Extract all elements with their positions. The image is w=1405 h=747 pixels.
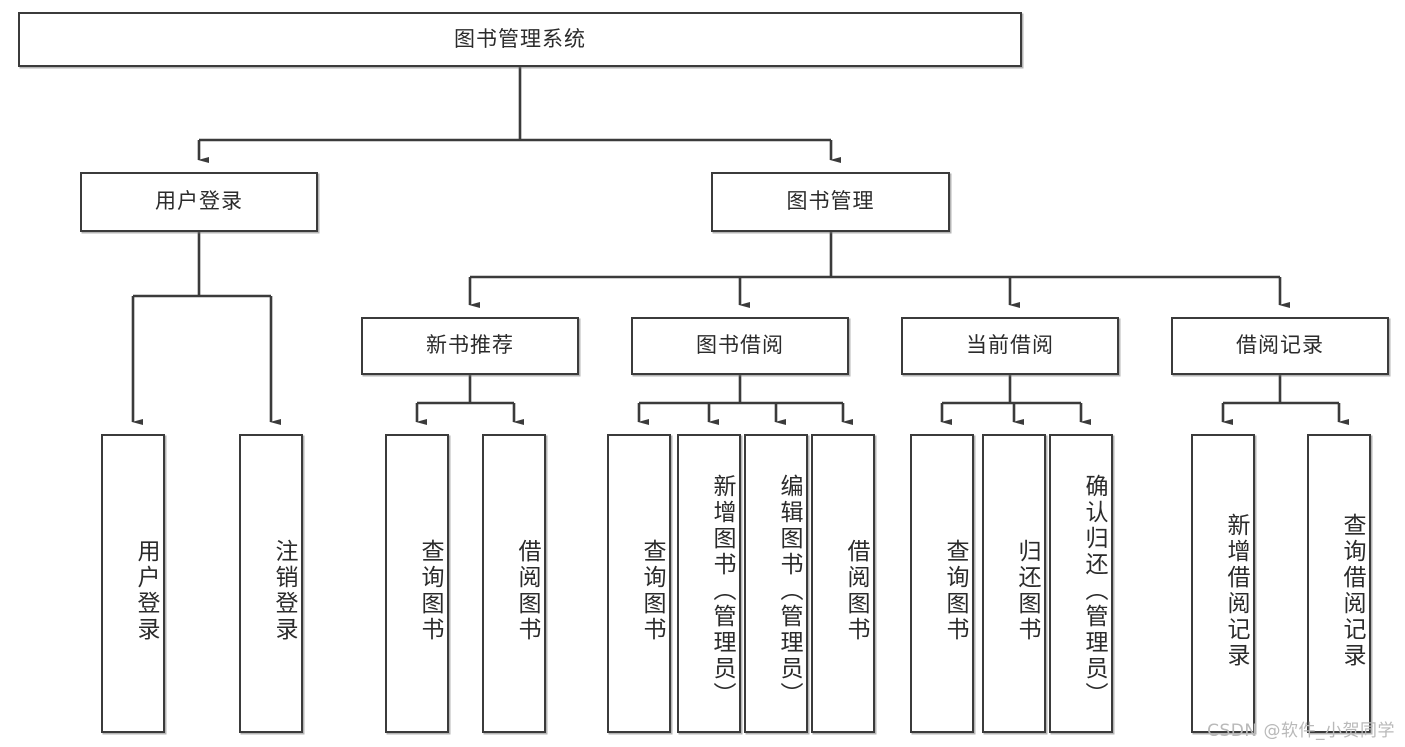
node-leaf-user-logout[interactable]: 注销登录	[239, 434, 303, 733]
node-borrow-record-label: 借阅记录	[1236, 333, 1324, 358]
node-leaf-user-login[interactable]: 用户登录	[101, 434, 165, 733]
node-leaf-query-record[interactable]: 查询借阅记录	[1307, 434, 1371, 733]
node-leaf-query-book-3[interactable]: 查询图书	[910, 434, 974, 733]
node-leaf-borrow-book-1[interactable]: 借阅图书	[482, 434, 546, 733]
node-leaf-confirm-return-label: 确认归还（管理员）	[1081, 473, 1107, 708]
node-leaf-user-login-label: 用户登录	[133, 538, 159, 643]
node-book-manage-label: 图书管理	[786, 189, 875, 214]
node-book-manage[interactable]: 图书管理	[711, 172, 950, 232]
node-root[interactable]: 图书管理系统	[18, 12, 1022, 67]
node-new-book-rec-label: 新书推荐	[426, 333, 514, 358]
node-leaf-return-book[interactable]: 归还图书	[982, 434, 1046, 733]
node-current-borrow-label: 当前借阅	[966, 333, 1054, 358]
node-borrow-record[interactable]: 借阅记录	[1171, 317, 1389, 375]
node-user-login[interactable]: 用户登录	[80, 172, 318, 232]
node-leaf-confirm-return[interactable]: 确认归还（管理员）	[1049, 434, 1113, 733]
node-leaf-edit-book-label: 编辑图书（管理员）	[776, 473, 802, 708]
node-book-borrow[interactable]: 图书借阅	[631, 317, 849, 375]
node-leaf-add-book-label: 新增图书（管理员）	[709, 473, 735, 708]
node-leaf-add-record-label: 新增借阅记录	[1223, 512, 1249, 669]
node-leaf-add-record[interactable]: 新增借阅记录	[1191, 434, 1255, 733]
node-root-label: 图书管理系统	[454, 26, 586, 51]
node-new-book-rec[interactable]: 新书推荐	[361, 317, 579, 375]
node-leaf-query-book-1[interactable]: 查询图书	[385, 434, 449, 733]
node-leaf-query-book-1-label: 查询图书	[417, 538, 443, 643]
node-current-borrow[interactable]: 当前借阅	[901, 317, 1119, 375]
node-leaf-user-logout-label: 注销登录	[271, 538, 297, 643]
node-leaf-query-record-label: 查询借阅记录	[1339, 512, 1365, 669]
node-user-login-label: 用户登录	[155, 189, 243, 214]
node-leaf-borrow-book-2[interactable]: 借阅图书	[811, 434, 875, 733]
node-leaf-borrow-book-2-label: 借阅图书	[843, 538, 869, 643]
node-leaf-query-book-2[interactable]: 查询图书	[607, 434, 671, 733]
node-book-borrow-label: 图书借阅	[696, 333, 784, 358]
node-leaf-borrow-book-1-label: 借阅图书	[514, 538, 540, 643]
node-leaf-query-book-3-label: 查询图书	[942, 538, 968, 643]
node-leaf-return-book-label: 归还图书	[1014, 538, 1040, 643]
node-leaf-query-book-2-label: 查询图书	[639, 538, 665, 643]
node-leaf-edit-book[interactable]: 编辑图书（管理员）	[744, 434, 808, 733]
node-leaf-add-book[interactable]: 新增图书（管理员）	[677, 434, 741, 733]
